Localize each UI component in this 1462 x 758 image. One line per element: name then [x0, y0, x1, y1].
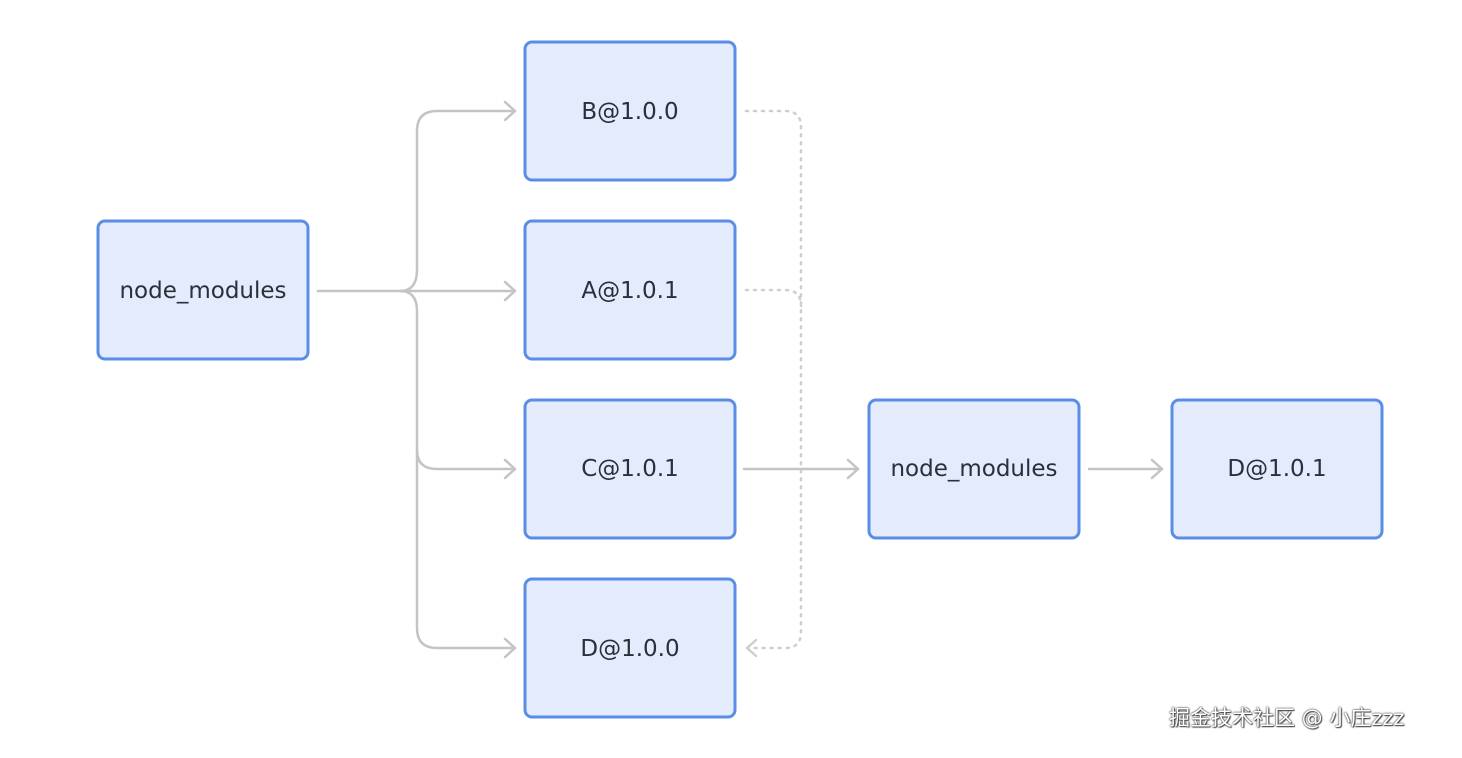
arrowhead-d-dotted [745, 638, 758, 658]
arrowhead-c [503, 458, 517, 480]
node-c-101: C@1.0.1 [523, 398, 737, 540]
node-label: node_modules [890, 456, 1057, 482]
edge-root-to-b [398, 109, 517, 293]
edge-root-to-c [398, 289, 517, 471]
node-label: node_modules [119, 278, 286, 304]
node-d-100: D@1.0.0 [523, 577, 737, 719]
node-box [523, 40, 737, 182]
node-box [867, 398, 1081, 540]
node-a-101: A@1.0.1 [523, 219, 737, 361]
node-box [523, 219, 737, 361]
node-box [523, 577, 737, 719]
edge-b-to-d-dotted [744, 109, 803, 650]
c-edges [742, 458, 1164, 480]
root-edges [316, 100, 517, 659]
arrowhead-d101 [1150, 458, 1164, 480]
arrowhead-a [503, 280, 517, 302]
edge-a-to-d-dotted [744, 288, 803, 308]
node-box [96, 219, 310, 361]
node-nested-d-101: D@1.0.1 [1170, 398, 1384, 540]
node-label: D@1.0.0 [580, 636, 679, 662]
node-label: A@1.0.1 [581, 278, 678, 304]
edge-root-to-d [415, 448, 517, 650]
node-label: C@1.0.1 [581, 456, 679, 482]
dotted-edges [744, 109, 803, 658]
arrowhead-d [503, 637, 517, 659]
node-nested-node-modules: node_modules [867, 398, 1081, 540]
arrowhead-nested [846, 458, 860, 480]
node-label: B@1.0.0 [581, 99, 678, 125]
node-root-node-modules: node_modules [96, 219, 310, 361]
watermark: 掘金技术社区 @ 小庄zzz [1169, 706, 1405, 730]
node-label: D@1.0.1 [1227, 456, 1326, 482]
node-box [1170, 398, 1384, 540]
arrowhead-b [503, 100, 517, 122]
node-b-100: B@1.0.0 [523, 40, 737, 182]
node-box [523, 398, 737, 540]
